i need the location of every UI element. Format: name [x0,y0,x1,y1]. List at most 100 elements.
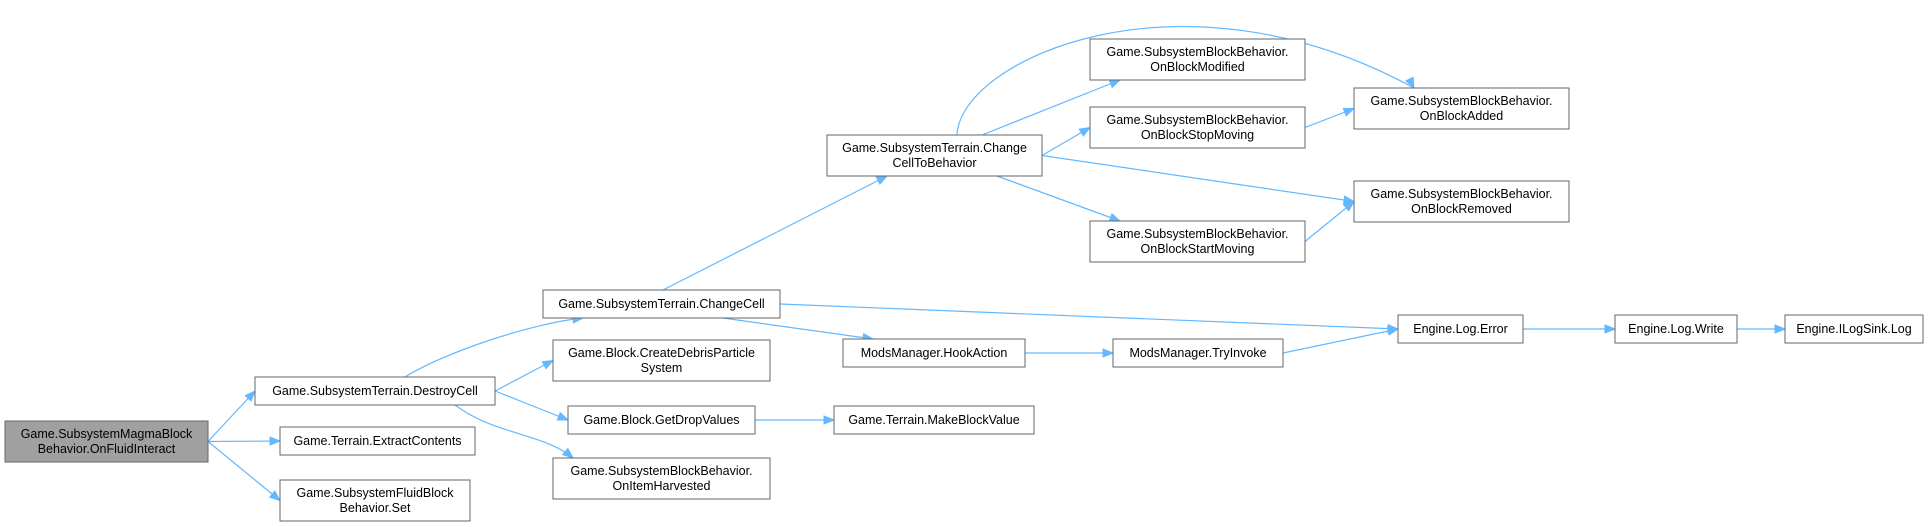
node-box[interactable] [567,405,756,435]
node-logwrite[interactable]: Engine.Log.Write [1614,314,1738,344]
edge-changecell-to-logerror [779,303,1399,330]
node-box[interactable] [1397,314,1524,344]
node-box[interactable] [1089,38,1306,81]
edge-arrowhead [1108,79,1122,89]
edges-layer [207,26,1787,502]
node-stopmoving[interactable]: Game.SubsystemBlockBehavior.OnBlockStopM… [1089,106,1306,149]
node-label: OnBlockStopMoving [1141,128,1254,142]
node-box[interactable] [1112,338,1284,368]
node-label: Game.SubsystemBlockBehavior. [570,464,752,478]
node-label: CellToBehavior [892,156,976,170]
node-label: Game.Block.CreateDebrisParticle [568,346,755,360]
node-added[interactable]: Game.SubsystemBlockBehavior.OnBlockAdded [1353,87,1570,130]
node-label: Game.SubsystemBlockBehavior. [1370,94,1552,108]
node-modified[interactable]: Game.SubsystemBlockBehavior.OnBlockModif… [1089,38,1306,81]
node-box[interactable] [833,405,1035,435]
node-box[interactable] [4,420,209,463]
edge-destroy-to-harvested [454,404,574,459]
edge-arrowhead [1604,324,1617,334]
edge-arrowhead [244,390,256,402]
node-removed[interactable]: Game.SubsystemBlockBehavior.OnBlockRemov… [1353,180,1570,223]
edge-change2beh-to-modified [981,79,1121,136]
node-tryinvoke[interactable]: ModsManager.TryInvoke [1112,338,1284,368]
node-label: ModsManager.HookAction [861,346,1008,360]
node-box[interactable] [279,426,476,456]
node-box[interactable] [552,457,771,500]
node-label: OnBlockStartMoving [1141,242,1255,256]
node-label: Game.SubsystemTerrain.DestroyCell [272,384,478,398]
edge-arrowhead [1405,76,1415,90]
edge-startmoving-to-removed [1304,201,1355,242]
node-logerror[interactable]: Engine.Log.Error [1397,314,1524,344]
node-box[interactable] [542,289,781,319]
node-label: Game.SubsystemFluidBlock [296,486,454,500]
edge-arrowhead [1102,348,1115,358]
edge-changecell-to-hook [722,317,874,340]
edge-arrowhead [1774,324,1787,334]
node-root[interactable]: Game.SubsystemMagmaBlockBehavior.OnFluid… [4,420,209,463]
node-label: Behavior.Set [340,501,411,515]
edge-arrowhead [269,436,282,446]
node-makeblock[interactable]: Game.Terrain.MakeBlockValue [833,405,1035,435]
edge-change2beh-to-removed [1041,154,1355,203]
node-box[interactable] [1353,87,1570,130]
edge-root-to-extract [207,440,281,443]
node-box[interactable] [1614,314,1738,344]
node-label: Game.Block.GetDropValues [583,413,739,427]
node-drop[interactable]: Game.Block.GetDropValues [567,405,756,435]
node-label: Game.SubsystemBlockBehavior. [1106,113,1288,127]
node-logsink[interactable]: Engine.ILogSink.Log [1784,314,1924,344]
node-label: OnBlockRemoved [1411,202,1512,216]
node-box[interactable] [1089,220,1306,263]
edge-arrowhead [1078,126,1092,137]
edge-arrowhead [268,490,282,502]
node-label: Behavior.OnFluidInteract [38,442,176,456]
node-extract[interactable]: Game.Terrain.ExtractContents [279,426,476,456]
edge-arrowhead [823,415,836,425]
node-label: Game.Terrain.ExtractContents [293,434,461,448]
node-box[interactable] [552,339,771,382]
node-label: Game.SubsystemBlockBehavior. [1370,187,1552,201]
edge-root-to-destroy [207,390,256,442]
node-startmoving[interactable]: Game.SubsystemBlockBehavior.OnBlockStart… [1089,220,1306,263]
edge-arrowhead [1342,107,1356,117]
node-box[interactable] [842,338,1026,368]
edge-destroy-to-debris [494,359,554,392]
node-box[interactable] [1353,180,1570,223]
edge-destroy-to-changecell [404,317,584,378]
node-label: OnBlockModified [1150,60,1245,74]
edge-changecell-to-change2beh [662,175,888,291]
node-label: Game.SubsystemBlockBehavior. [1106,227,1288,241]
node-box[interactable] [1089,106,1306,149]
edge-arrowhead [1342,200,1356,212]
node-label: Game.SubsystemMagmaBlock [21,427,193,441]
node-hook[interactable]: ModsManager.HookAction [842,338,1026,368]
node-box[interactable] [1784,314,1924,344]
edge-change2beh-to-added [956,26,1415,136]
node-label: Game.SubsystemTerrain.ChangeCell [558,297,764,311]
node-change2beh[interactable]: Game.SubsystemTerrain.ChangeCellToBehavi… [826,134,1043,177]
node-box[interactable] [279,479,471,522]
edge-arrowhead [561,447,575,459]
node-label: System [641,361,683,375]
node-box[interactable] [826,134,1043,177]
node-label: Engine.Log.Write [1628,322,1724,336]
node-label: ModsManager.TryInvoke [1129,346,1266,360]
node-label: Game.SubsystemTerrain.Change [842,141,1027,155]
node-destroy[interactable]: Game.SubsystemTerrain.DestroyCell [254,376,496,406]
edge-root-to-fluidset [207,441,281,501]
node-label: Game.SubsystemBlockBehavior. [1106,45,1288,59]
edge-destroy-to-drop [494,390,569,421]
edge-arrowhead [541,359,555,370]
node-label: OnBlockAdded [1420,109,1503,123]
node-label: Engine.Log.Error [1413,322,1508,336]
node-box[interactable] [254,376,496,406]
node-harvested[interactable]: Game.SubsystemBlockBehavior.OnItemHarves… [552,457,771,500]
edge-arrowhead [1386,326,1400,336]
node-label: Engine.ILogSink.Log [1796,322,1911,336]
nodes-layer: Game.SubsystemMagmaBlockBehavior.OnFluid… [4,38,1924,522]
node-changecell[interactable]: Game.SubsystemTerrain.ChangeCell [542,289,781,319]
